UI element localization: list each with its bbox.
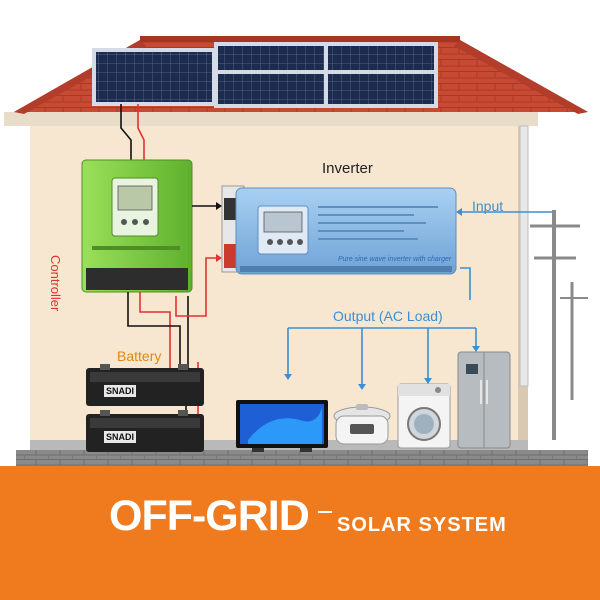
eave xyxy=(4,112,538,126)
rice-cooker-icon xyxy=(333,404,391,445)
inverter-label: Inverter xyxy=(322,160,373,177)
title-banner xyxy=(0,466,600,600)
battery-brand-bottom: SNADI xyxy=(106,432,134,442)
power-pole-icon xyxy=(530,210,588,440)
input-label: Input xyxy=(472,198,504,214)
battery-brand-top: SNADI xyxy=(106,386,134,396)
inverter-panel-text: Pure sine wave inverter with charger xyxy=(338,256,452,263)
title-sub: SOLAR SYSTEM xyxy=(337,514,507,536)
title-divider xyxy=(318,511,332,513)
battery-icon: SNADI SNADI xyxy=(86,364,204,452)
charge-controller-icon xyxy=(81,159,193,293)
refrigerator-icon xyxy=(457,351,511,449)
output-label: Output (AC Load) xyxy=(333,308,443,324)
inverter-icon xyxy=(221,185,457,275)
solar-panel-icon xyxy=(92,42,438,108)
battery-label: Battery xyxy=(117,348,162,364)
ground xyxy=(16,450,588,470)
title-main: OFF-GRID xyxy=(109,492,310,540)
tv-icon xyxy=(236,400,328,452)
controller-label: Controller xyxy=(48,255,63,312)
washing-machine-icon xyxy=(397,383,451,449)
